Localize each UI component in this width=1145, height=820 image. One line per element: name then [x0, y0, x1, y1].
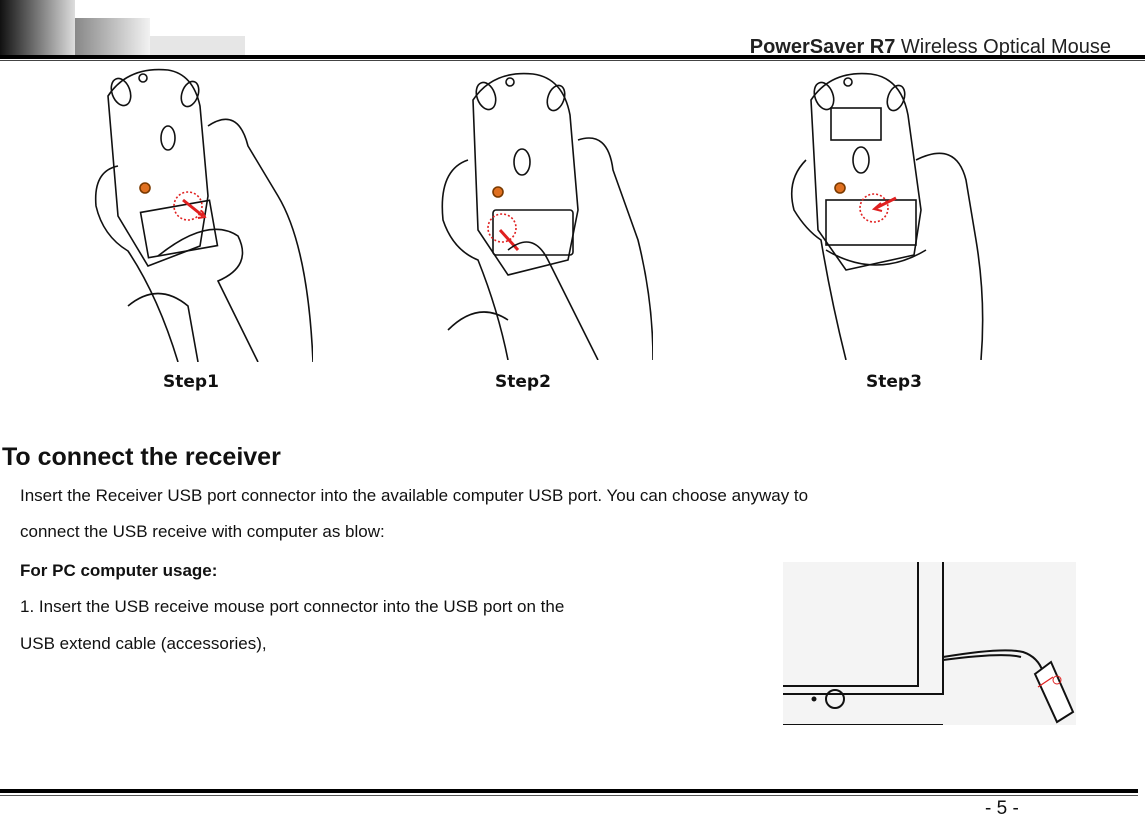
footer-rule: [0, 789, 1138, 793]
step1-label: Step1: [163, 372, 219, 392]
footer-rule-thin: [0, 795, 1138, 796]
pc-usage-heading: For PC computer usage:: [20, 561, 218, 580]
header-rule: [0, 55, 1145, 59]
step2-label: Step2: [495, 372, 551, 392]
page-number: - 5 -: [985, 798, 1019, 819]
step3-illustration: [790, 72, 984, 360]
step1-illustration: [94, 68, 313, 362]
header-corner-decoration: [0, 0, 245, 58]
product-descriptor: Wireless Optical Mouse: [895, 36, 1111, 58]
step-item-1-line-2: USB extend cable (accessories),: [20, 634, 267, 653]
intro-line-2: connect the USB receive with computer as…: [20, 522, 385, 541]
step-item-1-line-1: 1. Insert the USB receive mouse port con…: [20, 597, 565, 616]
section-title: To connect the receiver: [2, 443, 281, 471]
document-header-title: PowerSaver R7 Wireless Optical Mouse: [750, 36, 1111, 59]
step2-illustration: [441, 72, 653, 360]
product-name: PowerSaver R7: [749, 36, 896, 58]
header-rule-thin: [0, 60, 1145, 61]
monitor-usb-illustration: [783, 562, 1076, 725]
intro-line-1: Insert the Receiver USB port connector i…: [20, 486, 809, 505]
step3-label: Step3: [866, 372, 922, 392]
